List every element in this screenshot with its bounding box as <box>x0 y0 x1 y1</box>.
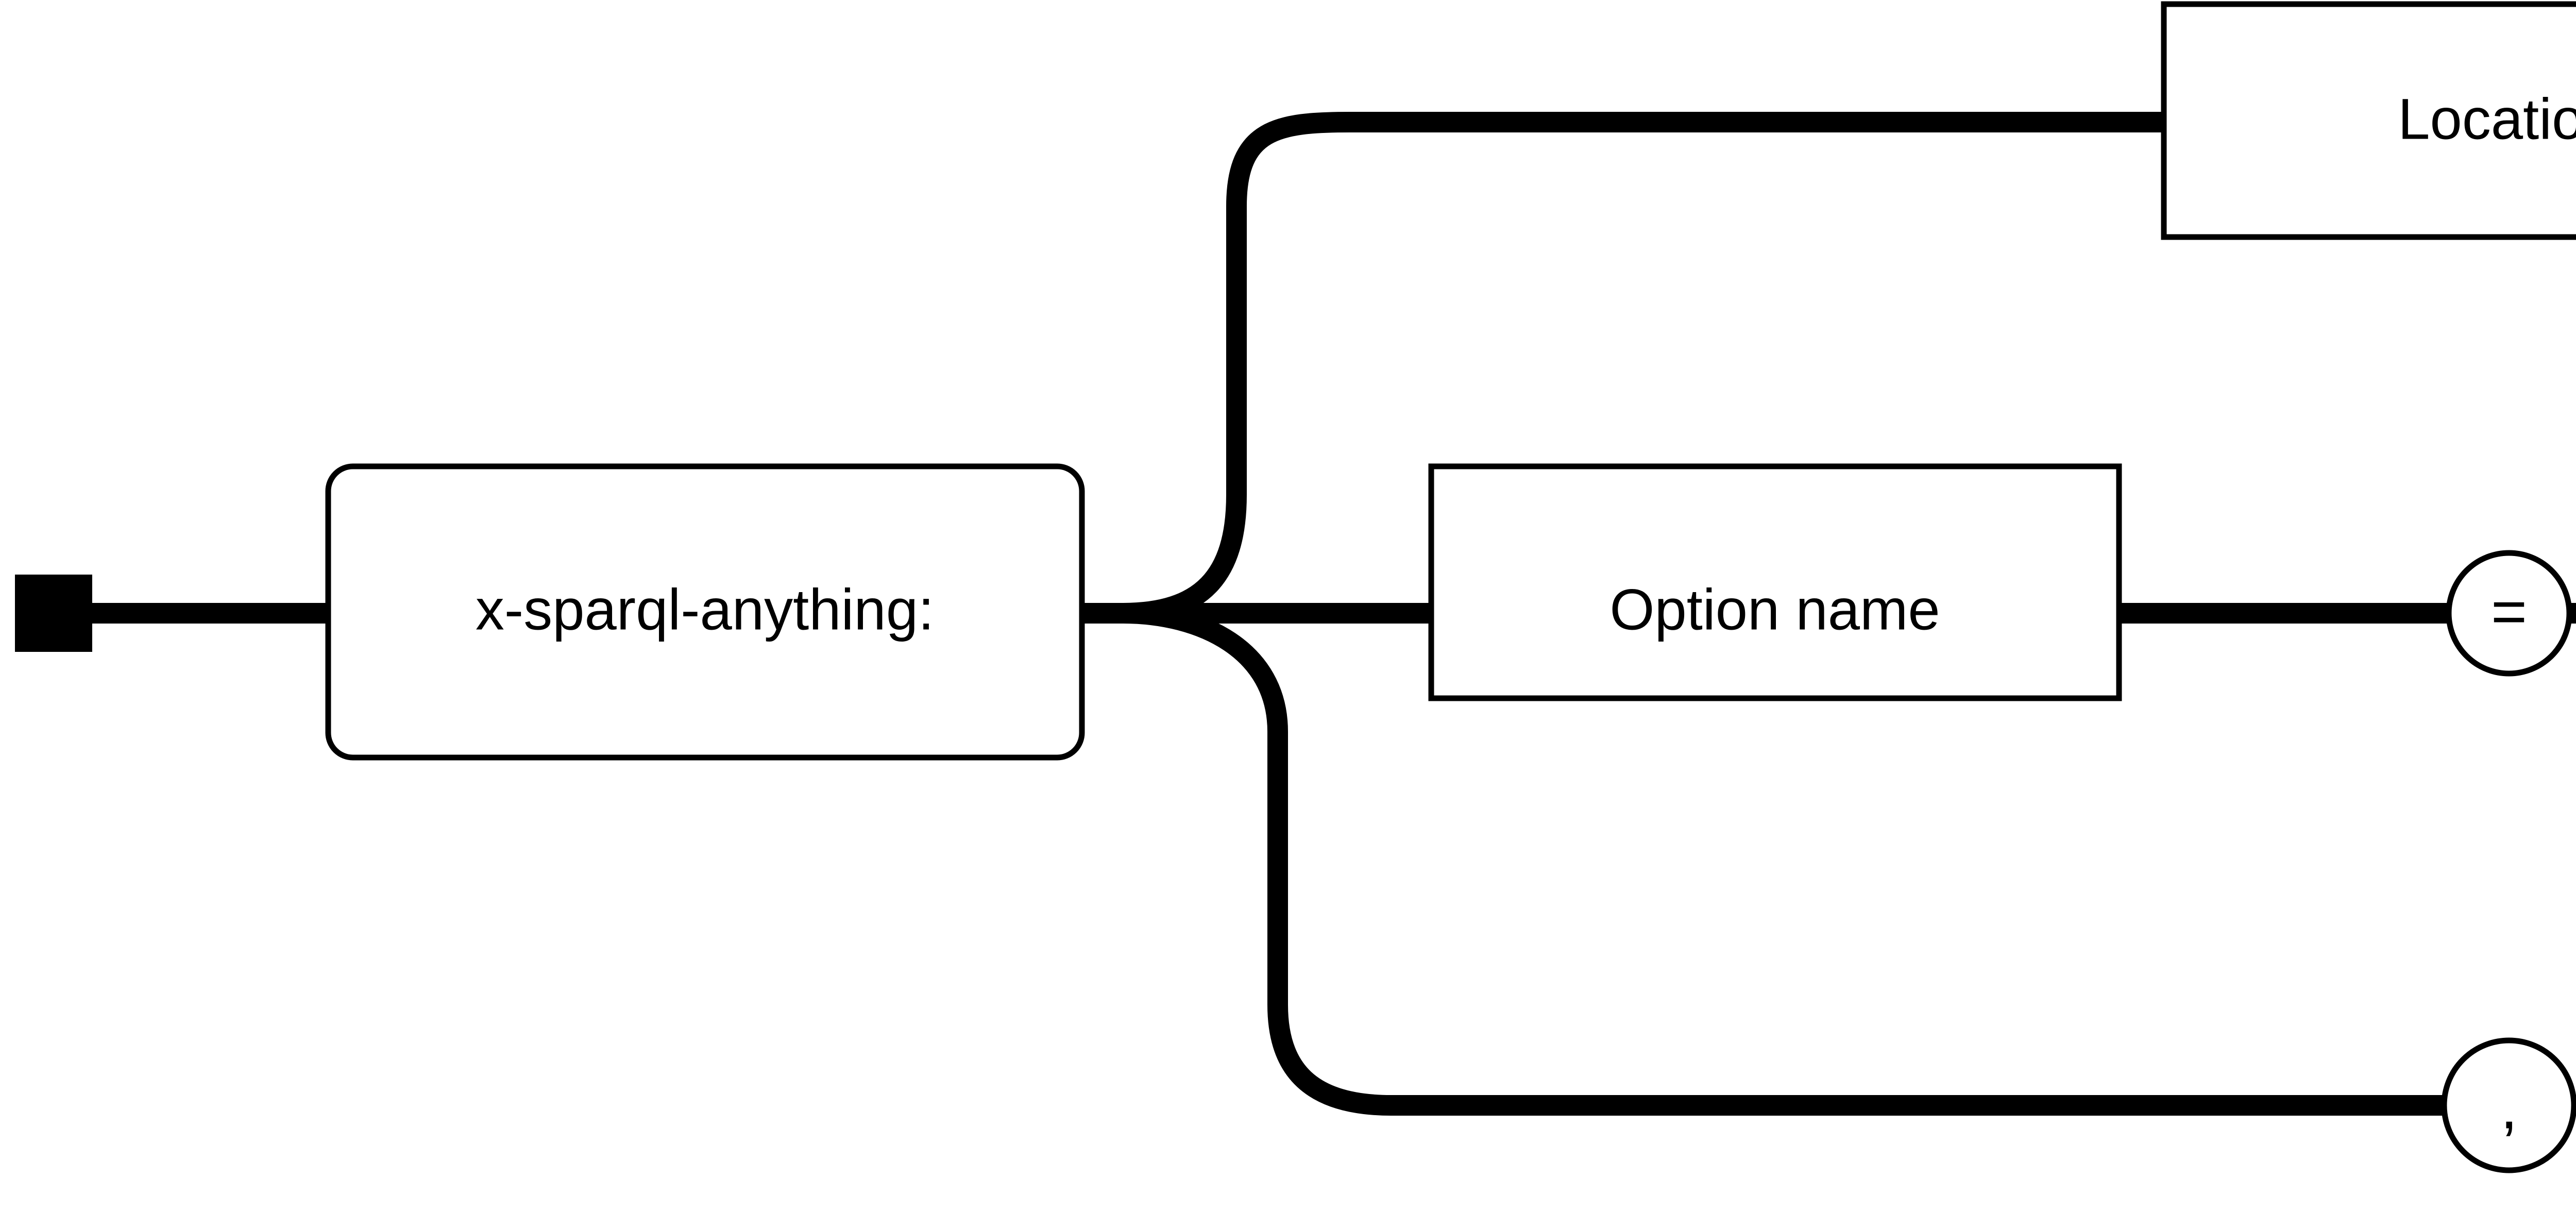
node-equals-label: = <box>2491 577 2527 646</box>
node-comma-literal[interactable]: , <box>2441 1037 2576 1173</box>
node-equals-shape[interactable] <box>2446 550 2572 677</box>
track-lower-loop-out <box>2555 1095 2576 1116</box>
node-prefix-shape[interactable] <box>325 463 1085 761</box>
node-prefix-label: x-sparql-anything: <box>476 578 934 642</box>
node-location-label: Location <box>2398 87 2576 152</box>
node-equals-literal[interactable]: = <box>2446 550 2572 677</box>
track-group <box>72 112 2576 1116</box>
track-lower-loop-in <box>1113 603 2463 1116</box>
node-comma-label: , <box>2500 1073 2517 1142</box>
start-marker-square <box>15 575 92 652</box>
node-option-name-shape[interactable] <box>1428 463 2122 701</box>
node-prefix-terminal[interactable]: x-sparql-anything: <box>325 463 1085 761</box>
node-location-nonterminal[interactable]: Location <box>2161 1 2576 240</box>
node-location-shape[interactable] <box>2161 1 2576 240</box>
node-option-name-nonterminal[interactable]: Option name <box>1428 463 2122 701</box>
node-comma-shape[interactable] <box>2441 1037 2576 1173</box>
node-option-name-label: Option name <box>1609 578 1940 642</box>
track-upper-branch-in <box>1113 112 2184 624</box>
